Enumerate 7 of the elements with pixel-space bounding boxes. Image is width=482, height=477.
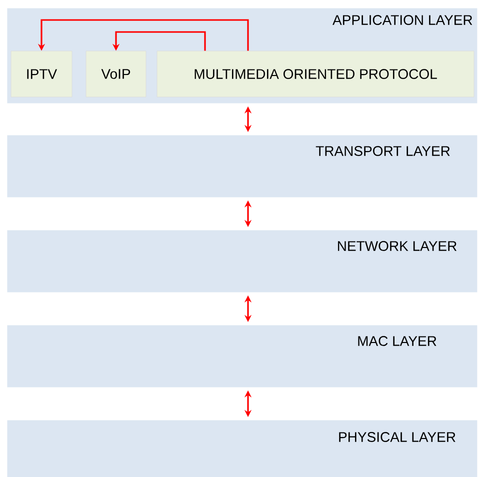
layer-band: NETWORK LAYER [7, 230, 478, 292]
protocol-box: VoIP [86, 50, 146, 98]
protocol-box: IPTV [10, 50, 72, 98]
protocol-box: MULTIMEDIA ORIENTED PROTOCOL [156, 50, 474, 98]
layer-band: PHYSICAL LAYER [7, 420, 478, 477]
layer-band: TRANSPORT LAYER [7, 135, 478, 198]
layer-band: MAC LAYER [7, 325, 478, 388]
